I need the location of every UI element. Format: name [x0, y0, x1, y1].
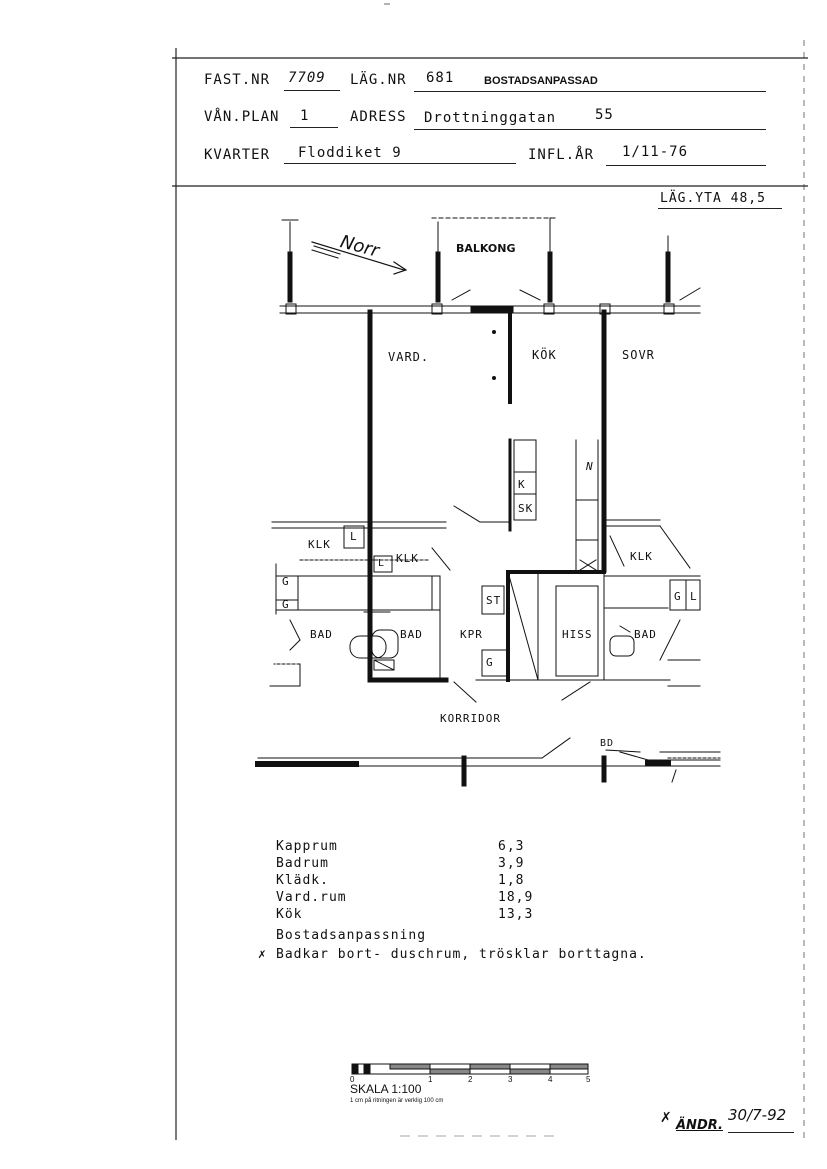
lag-nr-label: LÄG.NR — [350, 72, 407, 88]
notes-mark: ✗ — [258, 947, 267, 962]
mark-sk: SK — [518, 502, 534, 515]
scale-caption: 1 cm på ritningen är verklig 100 cm — [350, 1098, 444, 1104]
mark-g-2: G — [282, 598, 290, 611]
van-plan-underline — [290, 127, 338, 128]
mark-g-4: G — [486, 656, 494, 669]
mark-l-1: L — [350, 530, 358, 543]
mark-st: ST — [486, 594, 502, 607]
scale-tick: 1 — [428, 1075, 433, 1084]
area-name: Badrum — [276, 856, 329, 871]
signature-mark: ✗ — [660, 1110, 672, 1126]
signature-underline — [728, 1132, 794, 1133]
room-klk-right: KLK — [630, 550, 653, 563]
mark-n: N — [586, 460, 594, 473]
notes-title: Bostadsanpassning — [276, 928, 427, 943]
adress-street: Drottninggatan — [424, 110, 557, 126]
room-kpr: KPR — [460, 628, 483, 641]
kvarter-value: Floddiket 9 — [298, 145, 402, 161]
infl-ar-label: INFL.ÅR — [528, 147, 595, 163]
lag-yta: LÄG.YTA 48,5 — [660, 191, 766, 206]
area-row: Kök 13,3 — [276, 906, 556, 923]
room-bad-3: BAD — [634, 628, 657, 641]
scale-tick: 4 — [548, 1075, 553, 1084]
van-plan-value: 1 — [300, 108, 310, 124]
room-korridor: KORRIDOR — [440, 712, 501, 725]
area-value: 3,9 — [498, 856, 525, 871]
fast-nr-label: FAST.NR — [204, 72, 271, 88]
signature-text: ÄNDR. — [676, 1118, 723, 1133]
scale-tick: 0 — [350, 1075, 355, 1084]
lag-yta-underline — [658, 208, 782, 209]
mark-k: K — [518, 478, 526, 491]
room-bd: BD — [600, 738, 615, 749]
adress-number: 55 — [595, 107, 614, 123]
van-plan-label: VÅN.PLAN — [204, 109, 280, 125]
infl-ar-value: 1/11-76 — [622, 144, 689, 160]
room-bad-2: BAD — [400, 628, 423, 641]
adress-label: ADRESS — [350, 109, 407, 125]
adress-underline — [414, 129, 766, 130]
scale-bar — [351, 1063, 589, 1075]
room-hiss: HISS — [562, 628, 593, 641]
kvarter-label: KVARTER — [204, 147, 271, 163]
room-kok: KÖK — [532, 348, 557, 362]
mark-g-1: G — [282, 575, 290, 588]
area-name: Kapprum — [276, 839, 338, 854]
area-value: 18,9 — [498, 890, 534, 905]
area-row: Vard.rum 18,9 — [276, 889, 556, 906]
fast-nr-underline — [284, 90, 340, 91]
lag-nr-value: 681 — [426, 70, 455, 86]
room-bad-1: BAD — [310, 628, 333, 641]
scale-title: SKALA 1:100 — [350, 1082, 422, 1096]
kvarter-underline — [284, 163, 516, 164]
scale-tick: 2 — [468, 1075, 473, 1084]
room-vard: VARD. — [388, 350, 430, 364]
mark-l-2: L — [378, 558, 386, 569]
scale-tick: 3 — [508, 1075, 513, 1084]
area-value: 6,3 — [498, 839, 525, 854]
notes-text: Badkar bort- duschrum, trösklar borttagn… — [276, 947, 647, 962]
area-value: 13,3 — [498, 907, 534, 922]
mark-l-3: L — [690, 590, 698, 603]
mark-g-3: G — [674, 590, 682, 603]
room-sovr: SOVR — [622, 348, 655, 362]
area-row: Badrum 3,9 — [276, 855, 556, 872]
area-name: Kök — [276, 907, 303, 922]
area-row: Kapprum 6,3 — [276, 838, 556, 855]
area-name: Klädk. — [276, 873, 329, 888]
scale-tick: 5 — [586, 1075, 591, 1084]
lag-note: BOSTADSANPASSAD — [484, 75, 598, 87]
room-klk-mid: KLK — [396, 552, 419, 565]
area-value: 1,8 — [498, 873, 525, 888]
area-row: Klädk. 1,8 — [276, 872, 556, 889]
room-klk-left: KLK — [308, 538, 331, 551]
infl-ar-underline — [606, 165, 766, 166]
signature-date: 30/7-92 — [728, 1106, 787, 1124]
fast-nr-value: 7709 — [288, 70, 326, 86]
area-name: Vard.rum — [276, 890, 347, 905]
room-balkong: BALKONG — [456, 242, 516, 255]
lag-nr-underline — [414, 91, 766, 92]
